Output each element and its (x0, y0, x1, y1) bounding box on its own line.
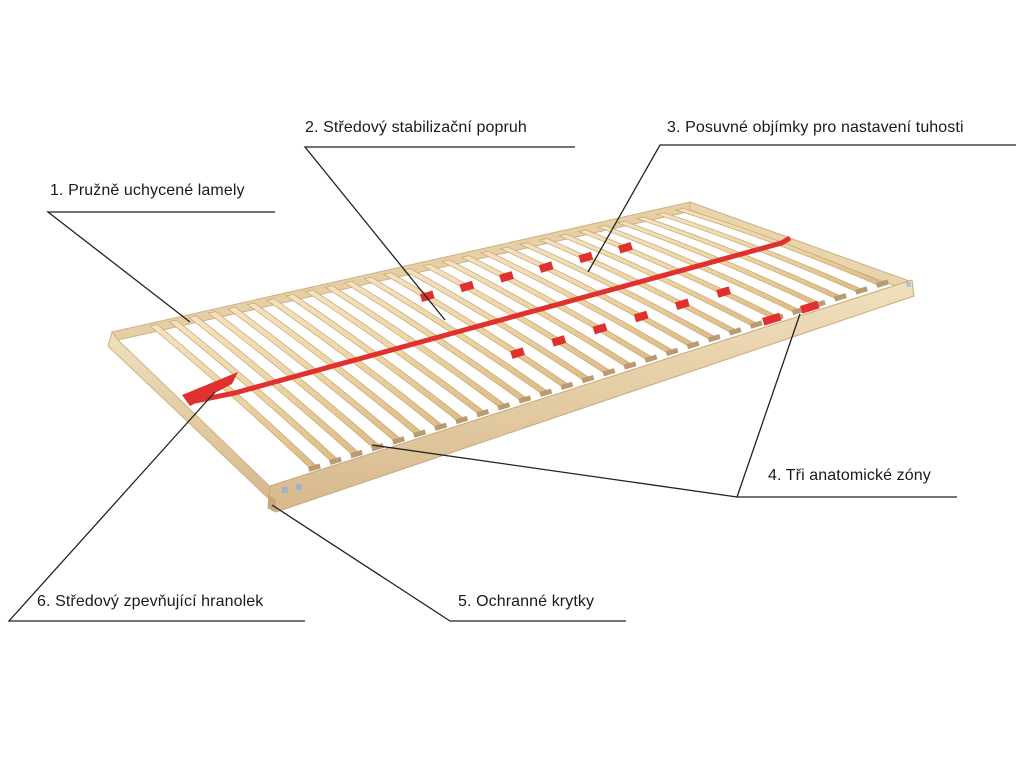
slat-end-cap (560, 381, 574, 391)
slats-group (149, 208, 889, 472)
slat-end-cap (602, 368, 616, 377)
leader-line-5 (271, 504, 626, 622)
slat-end-cap (350, 449, 363, 459)
sliding-sleeve (762, 312, 782, 326)
slat-end-cap (371, 443, 385, 452)
slat-end-cap (434, 422, 448, 431)
slat-end-cap (854, 286, 868, 295)
slat-end-cap (686, 340, 700, 350)
slat-end-cap (518, 395, 532, 404)
leader-line-1 (46, 211, 275, 323)
leader-line-2 (303, 146, 575, 321)
slat-end-cap (307, 463, 321, 472)
label-sliding-sleeves: 3. Posuvné objímky pro nastavení tuhosti (667, 119, 964, 136)
sliding-sleeve (578, 251, 594, 264)
slat-end-cap (455, 415, 469, 425)
center-strap (189, 235, 792, 405)
sliding-sleeve (592, 322, 608, 335)
slat-end-cap (875, 279, 889, 288)
sliding-sleeve (675, 298, 690, 310)
protective-cap (282, 487, 288, 493)
slat-end-cap (833, 293, 847, 302)
sliding-sleeve (499, 271, 514, 283)
leader-lines (7, 144, 1016, 622)
sliding-sleeve (618, 242, 633, 254)
slat-end-cap (581, 374, 595, 384)
leader-line-4b (371, 444, 738, 498)
protective-cap (296, 484, 302, 490)
slat-end-cap (749, 320, 763, 329)
slat-end-cap (476, 409, 490, 418)
sliding-sleeve (538, 261, 554, 273)
slat-end-cap (328, 456, 342, 466)
slat-end-cap (707, 334, 721, 343)
protective-cap (906, 282, 911, 287)
sliding-sleeve (551, 335, 567, 347)
strap-anchor (182, 372, 238, 406)
sliding-sleeve (459, 280, 475, 293)
label-center-beam: 6. Středový zpevňující hranolek (37, 593, 264, 610)
slat-end-cap (413, 429, 427, 438)
slat-end-cap (644, 354, 658, 363)
sliding-sleeve (800, 300, 820, 314)
front-rail-side (268, 494, 276, 512)
label-protective-caps: 5. Ochranné krytky (458, 593, 595, 610)
label-three-zones: 4. Tři anatomické zóny (768, 467, 931, 484)
sliding-sleeve (716, 286, 731, 298)
label-center-strap: 2. Středový stabilizační popruh (305, 119, 527, 136)
sliding-sleeve (633, 310, 649, 323)
sliding-sleeve (510, 347, 525, 359)
leader-line-3 (587, 144, 1016, 273)
leader-line-6 (7, 391, 305, 622)
slat-end-cap (539, 388, 553, 397)
slat-end-cap (392, 436, 406, 445)
slat-end-cap (497, 402, 511, 411)
label-flexible-slats: 1. Pružně uchycené lamely (50, 182, 245, 199)
slat-end-cap (728, 327, 742, 336)
slat-end-cap (623, 361, 637, 370)
slat-end-cap (665, 347, 679, 356)
